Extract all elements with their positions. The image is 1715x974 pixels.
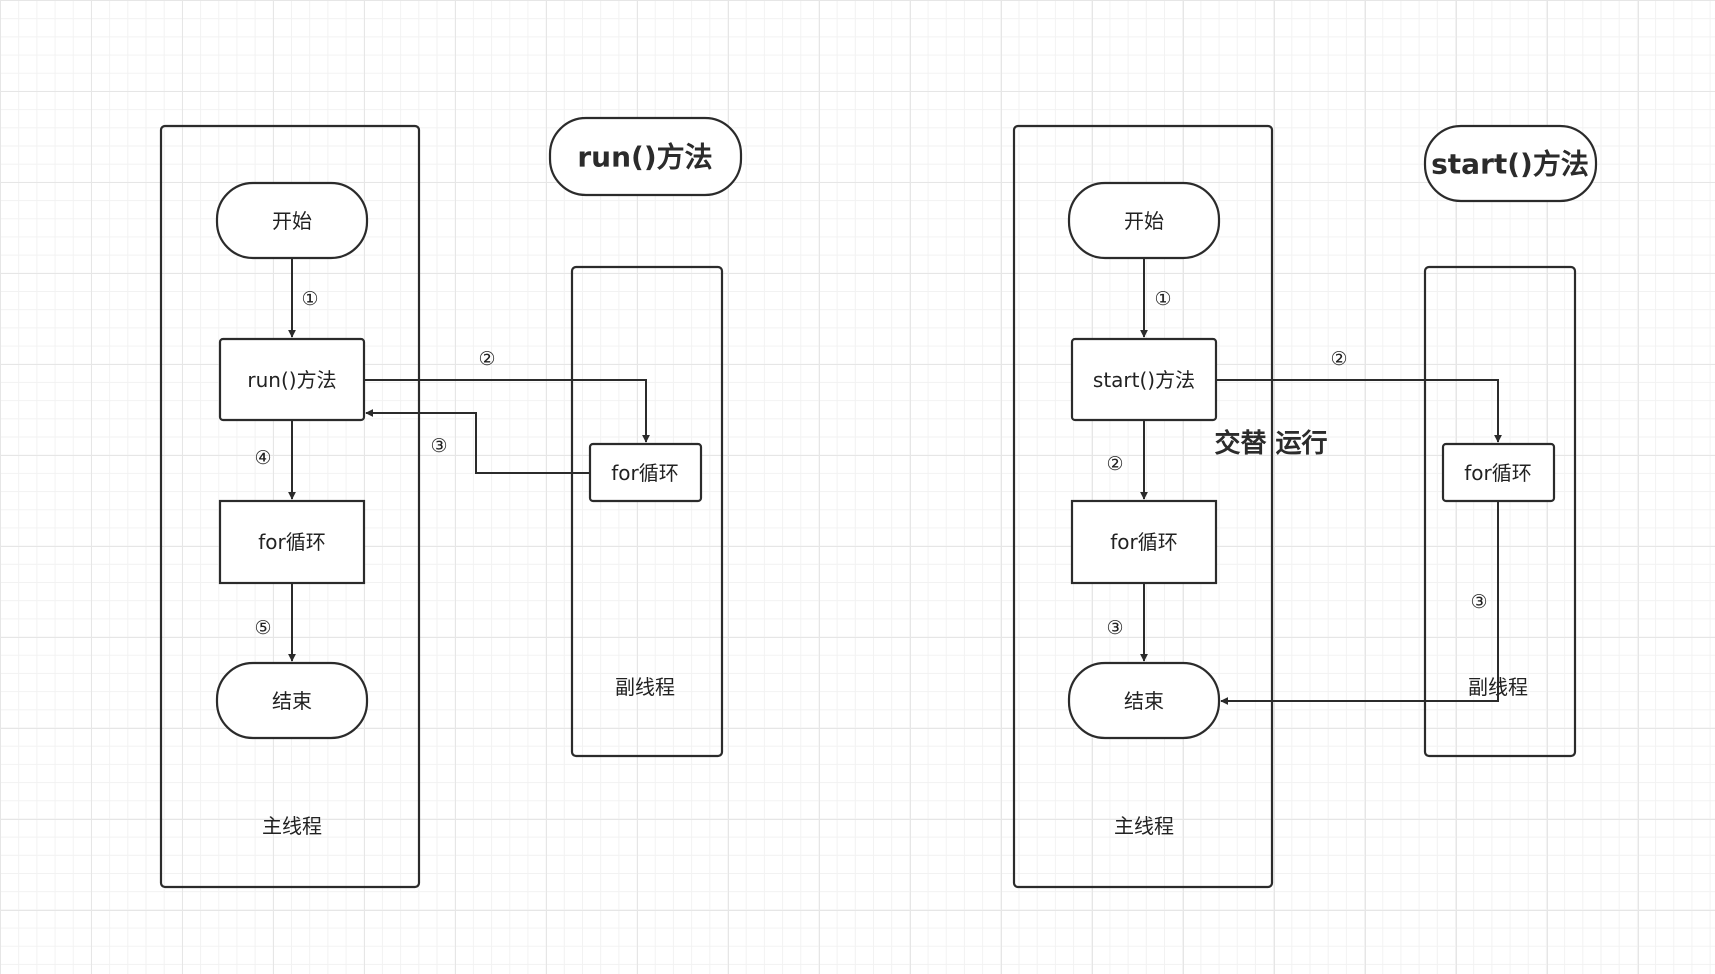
end-node [1067,661,1221,740]
diagram-title: run()方法 [577,141,712,174]
edge-side-loop-to-end [1220,501,1499,705]
method-label: run()方法 [247,368,336,392]
side-loop-label: for循环 [611,461,679,485]
main-loop-node [218,499,366,585]
edge-method-to-side-loop [1216,379,1502,443]
start-diagram: start()方法 开始 start()方法 for循环 结束 for循环 主线… [1012,124,1598,889]
step-marker: ③ [1106,617,1123,639]
side-lane-label: 副线程 [615,675,675,699]
alternate-run-note: 交替 运行 [1214,428,1327,459]
main-lane-label: 主线程 [262,814,322,838]
side-thread-lane [1423,265,1577,758]
step-marker: ④ [254,447,271,469]
step-marker: ② [1106,453,1123,475]
step-marker: ③ [430,435,447,457]
main-lane-label: 主线程 [1114,814,1174,838]
main-loop-label: for循环 [1110,530,1178,554]
start-label: 开始 [1124,209,1164,233]
end-node [215,661,369,740]
step-marker: ② [1330,348,1347,370]
main-thread-lane [1012,124,1274,889]
title-badge [548,116,743,197]
step-marker: ② [478,348,495,370]
main-loop-label: for循环 [258,530,326,554]
run-diagram: run()方法 开始 run()方法 for循环 结束 for循环 主线程 副线… [159,116,743,889]
step-marker: ⑤ [254,617,271,639]
end-label: 结束 [272,689,312,713]
step-marker: ① [301,288,318,310]
edge-side-loop-to-method [365,409,590,474]
title-badge [1423,124,1598,203]
step-marker: ③ [1470,591,1487,613]
side-thread-lane [570,265,724,758]
method-label: start()方法 [1093,368,1195,392]
main-thread-lane [159,124,421,889]
diagram-title: start()方法 [1431,148,1589,181]
side-loop-label: for循环 [1464,461,1532,485]
start-label: 开始 [272,209,312,233]
end-label: 结束 [1124,689,1164,713]
edge-method-to-side-loop [364,379,650,443]
step-marker: ① [1154,288,1171,310]
